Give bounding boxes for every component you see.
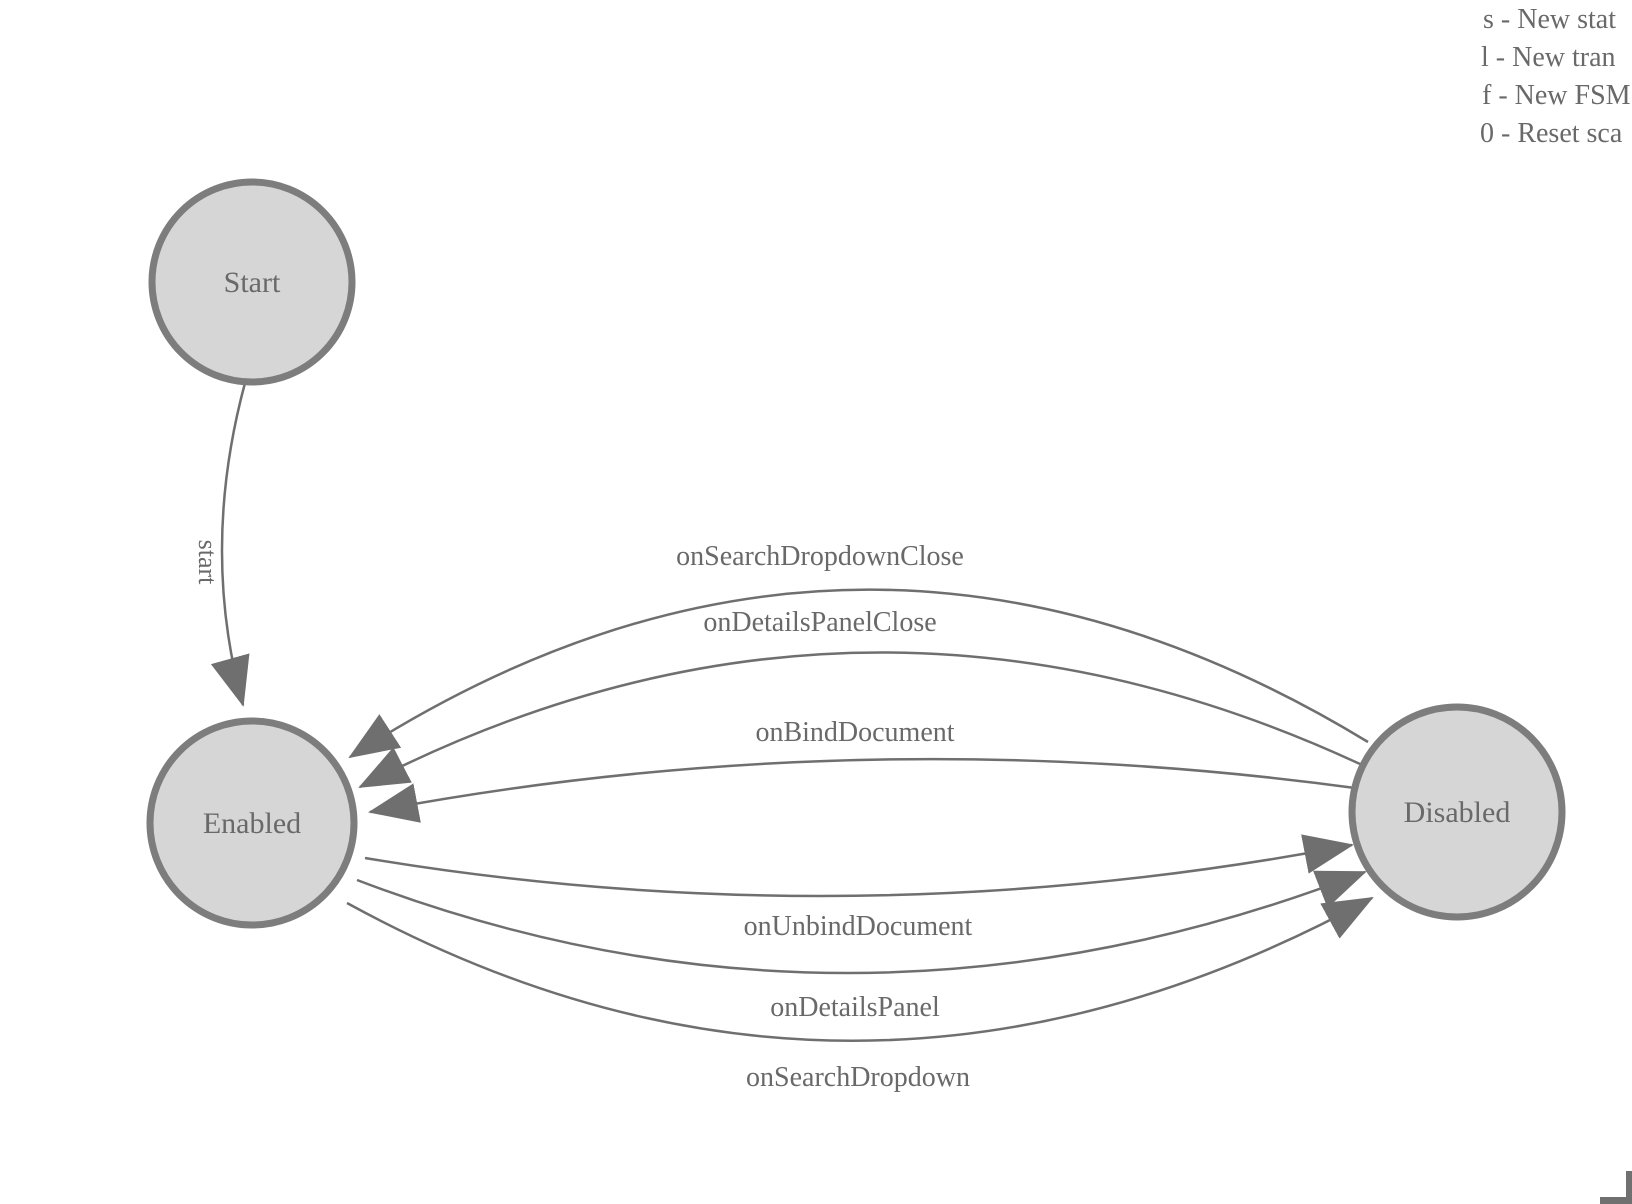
edge-onSearchDropdown[interactable] <box>346 896 1374 1042</box>
state-circle-enabled[interactable] <box>146 717 358 929</box>
edge-label-onSearchDropdown: onSearchDropdown <box>746 1062 970 1093</box>
state-circle-start[interactable] <box>148 178 356 386</box>
edge-label-onDetailsPanelClose: onDetailsPanelClose <box>703 607 936 638</box>
state-label-disabled: Disabled <box>1404 796 1511 829</box>
legend-line-new-state: s - New stat <box>1483 4 1616 35</box>
state-label-enabled: Enabled <box>203 807 301 840</box>
state-circle-disabled[interactable] <box>1348 703 1566 921</box>
legend-line-new-transition: l - New tran <box>1481 42 1616 73</box>
clipped-corner-box <box>1600 1171 1632 1204</box>
state-node-start[interactable]: Start <box>148 178 356 386</box>
edge-onDetailsPanelClose[interactable] <box>358 651 1361 789</box>
shortcut-legend: s - New stat l - New tran f - New FSM 0 … <box>1480 4 1631 149</box>
edge-onUnbindDocument[interactable] <box>364 834 1354 898</box>
edge-label-onBindDocument: onBindDocument <box>755 717 954 748</box>
state-label-start: Start <box>224 266 281 299</box>
edge-onDetailsPanel[interactable] <box>356 870 1367 975</box>
edge-label-onUnbindDocument: onUnbindDocument <box>744 911 973 942</box>
edge-label-start: start <box>193 540 222 586</box>
edge-onSearchDropdownClose[interactable] <box>348 588 1369 759</box>
edge-label-onDetailsPanel: onDetailsPanel <box>770 992 940 1023</box>
state-node-disabled[interactable]: Disabled <box>1348 703 1566 921</box>
corner-horizontal-bar <box>1600 1197 1632 1204</box>
edge-label-onSearchDropdownClose: onSearchDropdownClose <box>676 541 964 572</box>
state-node-enabled[interactable]: Enabled <box>146 717 358 929</box>
edge-start[interactable] <box>210 382 250 707</box>
legend-line-new-fsm: f - New FSM <box>1482 80 1631 111</box>
legend-line-reset: 0 - Reset sca <box>1480 118 1623 149</box>
edge-onBindDocument[interactable] <box>368 757 1356 823</box>
corner-vertical-bar <box>1626 1171 1632 1204</box>
